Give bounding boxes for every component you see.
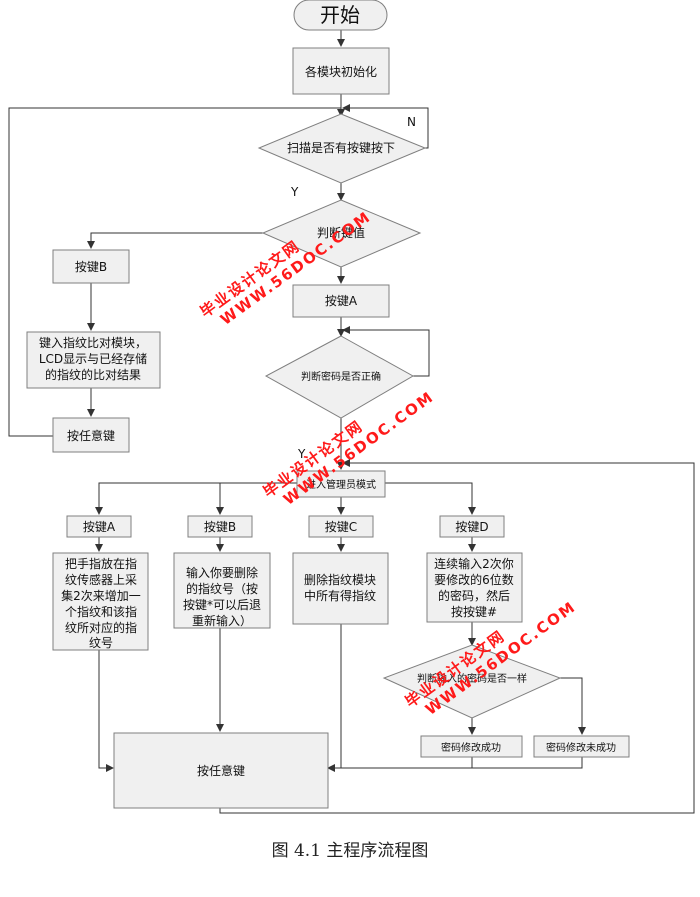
svg-text:按键B: 按键B (204, 520, 236, 534)
figure-caption: 图 4.1 主程序流程图 (271, 841, 429, 861)
svg-text:密码修改未成功: 密码修改未成功 (546, 741, 616, 754)
svg-text:按键C: 按键C (325, 520, 357, 534)
svg-text:集2次来增加一: 集2次来增加一 (61, 588, 141, 603)
svg-text:开始: 开始 (320, 3, 360, 27)
svg-text:判断键值: 判断键值 (317, 225, 365, 240)
svg-text:连续输入2次你: 连续输入2次你 (434, 556, 514, 571)
judge-key-decision: 判断键值 (261, 199, 422, 268)
connectors (8, 30, 695, 814)
edge-label-y1: Y (290, 185, 299, 199)
svg-text:重新输入）: 重新输入） (192, 613, 252, 628)
svg-text:键入指纹比对模块，: 键入指纹比对模块， (39, 335, 147, 350)
key-a-box: 按键A (66, 515, 132, 538)
svg-text:按任意键: 按任意键 (67, 428, 115, 443)
edge-label-n: N (407, 115, 416, 129)
svg-text:个指纹和该指: 个指纹和该指 (65, 604, 137, 619)
key-b-box: 按键B (187, 515, 253, 538)
any-key-left-box: 按任意键 (52, 417, 130, 453)
key-d-box: 按键D (439, 515, 505, 538)
svg-text:判断输入的密码是否一样: 判断输入的密码是否一样 (417, 672, 527, 685)
svg-text:把手指放在指: 把手指放在指 (65, 556, 137, 571)
check-password-decision: 判断密码是否正确 (264, 335, 415, 419)
password-changed-box: 密码修改成功 (420, 735, 523, 758)
svg-text:判断密码是否正确: 判断密码是否正确 (301, 370, 381, 383)
svg-text:纹所对应的指: 纹所对应的指 (65, 620, 137, 635)
admin-mode-box: 进入管理员模式 (296, 470, 386, 498)
delete-all-fingerprints-box: 删除指纹模块 中所有得指纹 (292, 552, 389, 625)
svg-text:输入你要删除: 输入你要删除 (186, 565, 258, 580)
svg-text:按键A: 按键A (83, 520, 116, 534)
svg-text:纹号: 纹号 (89, 636, 113, 650)
fingerprint-compare-box: 键入指纹比对模块， LCD显示与已经存储 的指纹的比对结果 (26, 331, 161, 389)
same-password-decision: 判断输入的密码是否一样 (382, 644, 562, 719)
svg-text:的指纹号（按: 的指纹号（按 (186, 581, 258, 596)
svg-text:按键B: 按键B (75, 260, 107, 274)
svg-text:删除指纹模块: 删除指纹模块 (304, 572, 376, 587)
svg-text:的密码，然后: 的密码，然后 (438, 588, 510, 603)
svg-text:纹传感器上采: 纹传感器上采 (65, 572, 137, 587)
edge-label-y2: Y (297, 447, 306, 461)
svg-text:按键A: 按键A (325, 294, 358, 308)
password-change-failed-box: 密码修改未成功 (533, 735, 630, 758)
svg-text:LCD显示与已经存储: LCD显示与已经存储 (39, 351, 147, 366)
svg-text:按键D: 按键D (455, 520, 488, 534)
svg-text:各模块初始化: 各模块初始化 (305, 64, 377, 79)
scan-decision: 扫描是否有按键按下 (257, 113, 427, 184)
delete-fingerprint-box: 输入你要删除 的指纹号（按 按键*可以后退 重新输入） (173, 552, 271, 629)
add-fingerprint-box: 把手指放在指 纹传感器上采 集2次来增加一 个指纹和该指 纹所对应的指 纹号 (52, 552, 149, 651)
svg-text:进入管理员模式: 进入管理员模式 (306, 478, 376, 491)
svg-text:按按键#: 按按键# (451, 605, 497, 619)
key-c-box: 按键C (308, 515, 374, 538)
init-box: 各模块初始化 (292, 47, 390, 95)
key-a-top-box: 按键A (292, 284, 390, 318)
svg-text:按任意键: 按任意键 (197, 763, 245, 778)
any-key-bottom-box: 按任意键 (113, 732, 329, 809)
svg-text:按键*可以后退: 按键*可以后退 (183, 598, 261, 612)
svg-text:密码修改成功: 密码修改成功 (441, 741, 501, 754)
new-password-box: 连续输入2次你 要修改的6位数 的密码，然后 按按键# (426, 552, 523, 623)
svg-text:扫描是否有按键按下: 扫描是否有按键按下 (287, 141, 395, 155)
svg-text:的指纹的比对结果: 的指纹的比对结果 (45, 367, 141, 382)
svg-text:要修改的6位数: 要修改的6位数 (434, 572, 514, 587)
svg-text:中所有得指纹: 中所有得指纹 (304, 588, 376, 603)
start-node: 开始 (293, 0, 388, 31)
key-b-top-box: 按键B (52, 249, 130, 284)
